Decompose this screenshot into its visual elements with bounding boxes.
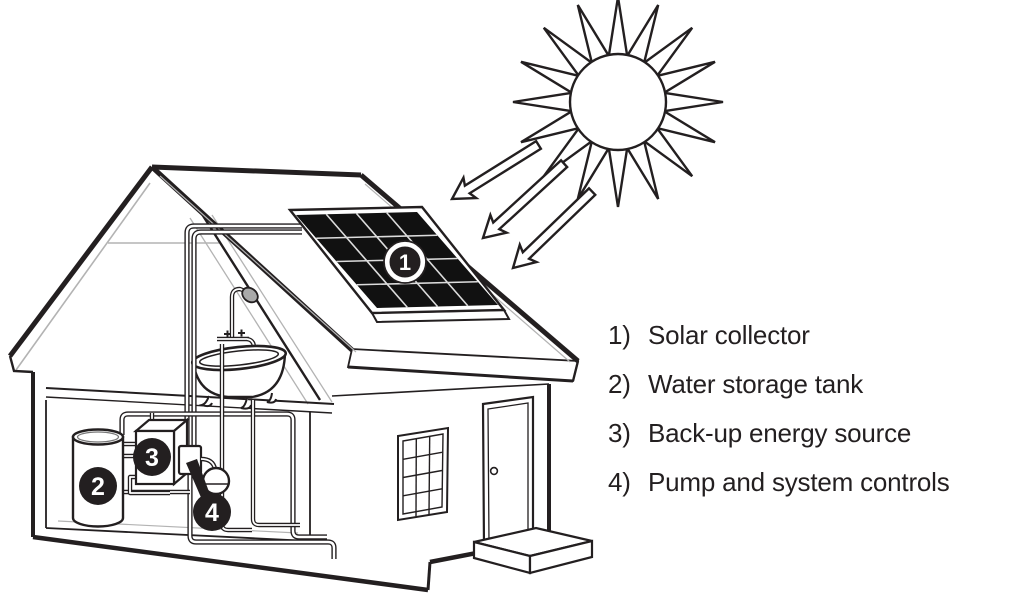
legend-number: 2) <box>608 369 631 399</box>
svg-text:3: 3 <box>145 444 159 472</box>
svg-text:1: 1 <box>399 250 411 275</box>
tub-feet <box>198 392 277 410</box>
legend-label: Pump and system controls <box>648 467 950 497</box>
callout-2-marker: 2 <box>79 467 117 505</box>
interior-cutaway <box>15 182 335 542</box>
door-step <box>472 526 594 575</box>
legend-item-backup-energy-source: 3) Back-up energy source <box>608 409 950 458</box>
legend-label: Solar collector <box>648 320 810 350</box>
legend-label: Water storage tank <box>648 369 864 399</box>
sun-icon <box>512 0 724 208</box>
legend-number: 1) <box>608 320 631 350</box>
door-knob-icon <box>489 466 499 476</box>
callout-4-marker: 4 <box>186 459 231 531</box>
sun-ray-arrows <box>449 139 597 270</box>
callout-4-leader <box>186 459 212 502</box>
legend-number: 3) <box>608 418 631 448</box>
callout-1-marker: 1 <box>383 240 427 284</box>
legend-label: Back-up energy source <box>648 418 912 448</box>
legend: 1) Solar collector 2) Water storage tank… <box>608 311 950 507</box>
shower-icon <box>229 286 259 338</box>
legend-number: 4) <box>608 467 631 497</box>
callout-3-marker: 3 <box>133 438 171 476</box>
legend-item-solar-collector: 1) Solar collector <box>608 311 950 360</box>
ray-arrow-icon <box>511 186 597 270</box>
svg-text:4: 4 <box>205 499 219 527</box>
door <box>481 395 535 550</box>
shower-head-icon <box>241 286 259 304</box>
legend-item-pump-system-controls: 4) Pump and system controls <box>608 458 950 507</box>
svg-text:2: 2 <box>91 473 105 501</box>
ray-arrow-icon <box>481 158 569 240</box>
ray-arrow-icon <box>449 139 543 201</box>
window <box>397 426 450 522</box>
bathtub <box>190 344 288 410</box>
legend-item-water-storage-tank: 2) Water storage tank <box>608 360 950 409</box>
pipes <box>119 223 337 559</box>
